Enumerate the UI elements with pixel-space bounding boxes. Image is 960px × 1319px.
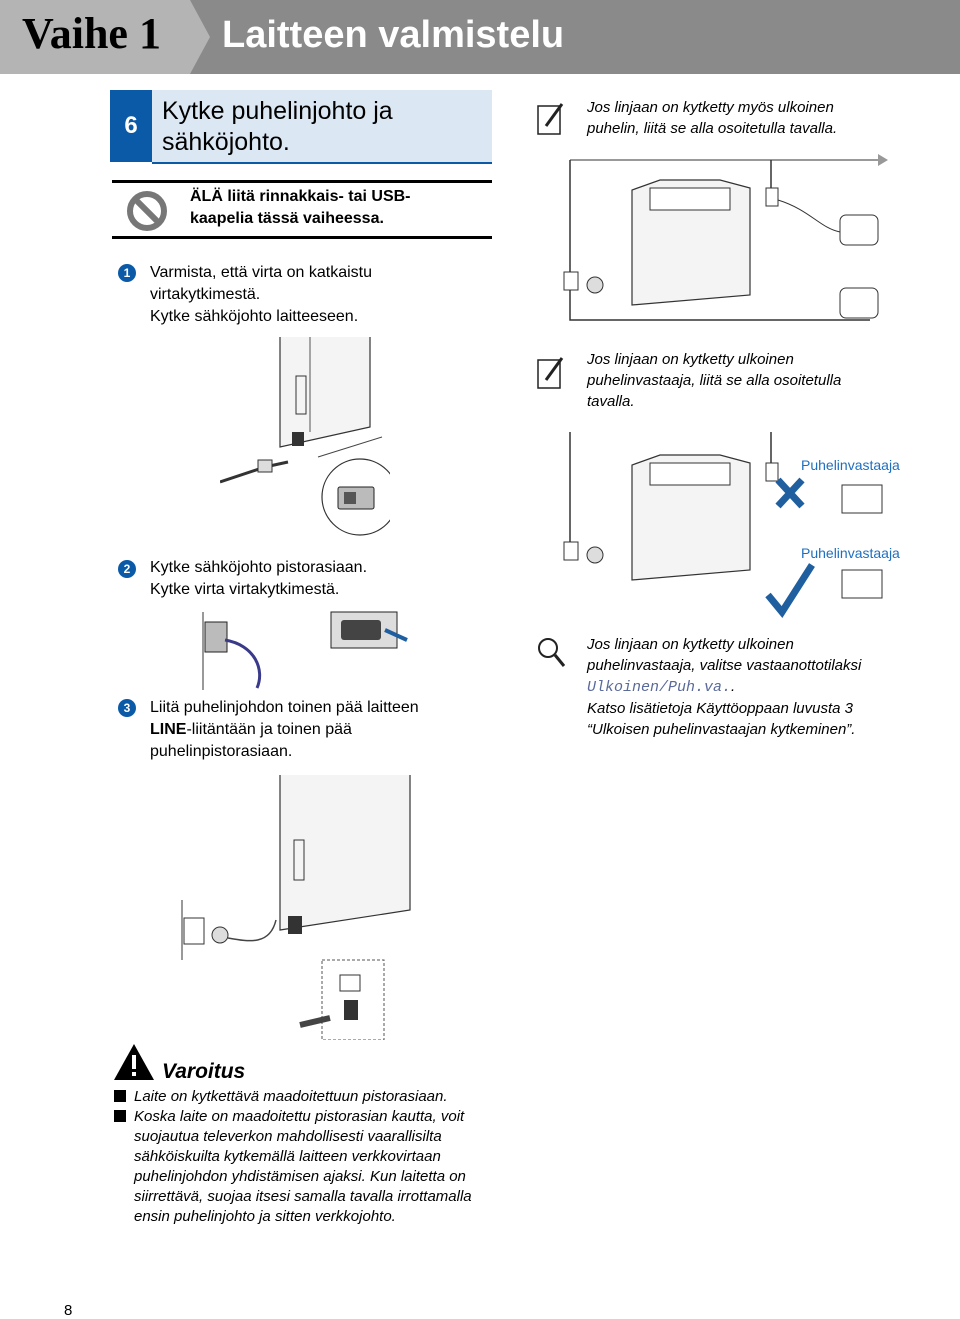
caution-item-2-line6: ensin puhelinjohto ja sitten verkkojohto…: [134, 1208, 396, 1225]
substep-3-line2: LINE-liitäntään ja toinen pää: [150, 719, 419, 741]
step-title-line2: sähköjohto.: [162, 128, 290, 156]
note-pencil-icon-2: [536, 354, 566, 395]
note-3-line5: “Ulkoisen puhelinvastaajan kytkeminen”.: [587, 721, 856, 738]
note-2-text: Jos linjaan on kytketty ulkoinen puhelin…: [587, 349, 841, 412]
substep-2-number: 2: [118, 560, 136, 578]
step-label: Vaihe 1: [22, 9, 161, 58]
substep-2-text: Kytke sähköjohto pistorasiaan. Kytke vir…: [150, 557, 367, 601]
warning-line1: ÄLÄ liitä rinnakkais- tai USB-: [190, 188, 411, 205]
note-1-text: Jos linjaan on kytketty myös ulkoinen pu…: [587, 97, 837, 139]
caution-triangle-icon: [112, 1042, 156, 1087]
caution-item-2-line5: siirrettävä, suojaa itsesi samalla taval…: [134, 1188, 472, 1205]
caution-item-2-line3: sähköiskuilta kytkemällä laitteen verkko…: [134, 1148, 441, 1165]
warning-line2: kaapelia tässä vaiheessa.: [190, 210, 384, 227]
step-title-line1: Kytke puhelinjohto ja: [162, 97, 393, 125]
caution-item-1: Laite on kytkettävä maadoitettuun pistor…: [114, 1087, 448, 1107]
substep-2-line2: Kytke virta virtakytkimestä.: [150, 581, 340, 598]
note-3-line4: Katso lisätietoja Käyttöoppaan luvusta 3: [587, 700, 854, 717]
caution-title: Varoitus: [162, 1060, 246, 1083]
note-pencil-icon: [536, 100, 566, 141]
page-title: Laitteen valmistelu: [222, 14, 565, 56]
substep-3-line2-rest: -liitäntään ja toinen pää: [186, 721, 352, 738]
caution-item-1-text: Laite on kytkettävä maadoitettuun pistor…: [134, 1088, 448, 1105]
extension-phone-diagram: [540, 150, 890, 350]
prohibited-icon: [126, 190, 168, 237]
magnifier-icon: [536, 636, 566, 673]
note-2-line1: Jos linjaan on kytketty ulkoinen: [587, 351, 794, 368]
caution-item-2: Koska laite on maadoitettu pistorasian k…: [114, 1107, 472, 1227]
note-2-line2: puhelinvastaaja, liitä se alla osoitetul…: [587, 372, 842, 389]
substep-1-line3: Kytke sähköjohto laitteeseen.: [150, 308, 359, 325]
substep-1-line1: Varmista, että virta on katkaistu: [150, 264, 373, 281]
step-number: 6: [110, 90, 152, 162]
power-cord-machine-illustration: [219, 332, 399, 542]
answer-mode-setting: Ulkoinen/Puh.va.: [587, 679, 732, 696]
note-2-line3: tavalla.: [587, 393, 635, 410]
note-3-line3: Ulkoinen/Puh.va..: [587, 676, 861, 698]
warning-top-rule: [112, 180, 492, 183]
answering-machine-label-2: Puhelinvastaaja: [801, 545, 900, 561]
substep-3-line1: Liitä puhelinjohdon toinen pää laitteen: [150, 699, 419, 716]
substep-1-number: 1: [118, 264, 136, 282]
caution-item-2-line1: Koska laite on maadoitettu pistorasian k…: [134, 1108, 465, 1125]
step-title: Kytke puhelinjohto ja sähköjohto.: [162, 96, 393, 158]
bullet-icon: [114, 1110, 126, 1122]
substep-3-number: 3: [118, 699, 136, 717]
note-3-text: Jos linjaan on kytketty ulkoinen puhelin…: [587, 634, 861, 740]
substep-2-line1: Kytke sähköjohto pistorasiaan.: [150, 559, 368, 576]
note-3-line1: Jos linjaan on kytketty ulkoinen: [587, 636, 794, 653]
step-title-box: [152, 90, 492, 164]
answering-machine-diagram: [540, 430, 890, 630]
plug-and-switch-illustration: [195, 610, 410, 695]
caution-item-2-line4: puhelinjohdon yhdistämisen ajaksi. Kun l…: [134, 1168, 466, 1185]
substep-3-line3: puhelinpistorasiaan.: [150, 743, 293, 760]
bullet-icon: [114, 1090, 126, 1102]
line-port-label: LINE: [150, 721, 187, 738]
note-1-line2: puhelin, liitä se alla osoitetulla taval…: [587, 120, 838, 137]
page-number: 8: [64, 1302, 73, 1319]
caution-item-2-line2: suojautua televerkon mahdollisesti vaara…: [134, 1128, 442, 1145]
note-3-period: .: [731, 678, 736, 695]
substep-3-text: Liitä puhelinjohdon toinen pää laitteen …: [150, 697, 419, 763]
note-3-line2: puhelinvastaaja, valitse vastaanottotila…: [587, 657, 862, 674]
answering-machine-label-1: Puhelinvastaaja: [801, 457, 900, 473]
step-banner-tab: [0, 0, 210, 74]
note-1-line1: Jos linjaan on kytketty myös ulkoinen: [587, 99, 834, 116]
phone-line-connection-illustration: [180, 770, 420, 1045]
warning-text: ÄLÄ liitä rinnakkais- tai USB- kaapelia …: [190, 186, 411, 230]
warning-bottom-rule: [112, 236, 492, 239]
substep-1-line2: virtakytkimestä.: [150, 286, 261, 303]
substep-1-text: Varmista, että virta on katkaistu virtak…: [150, 262, 372, 328]
